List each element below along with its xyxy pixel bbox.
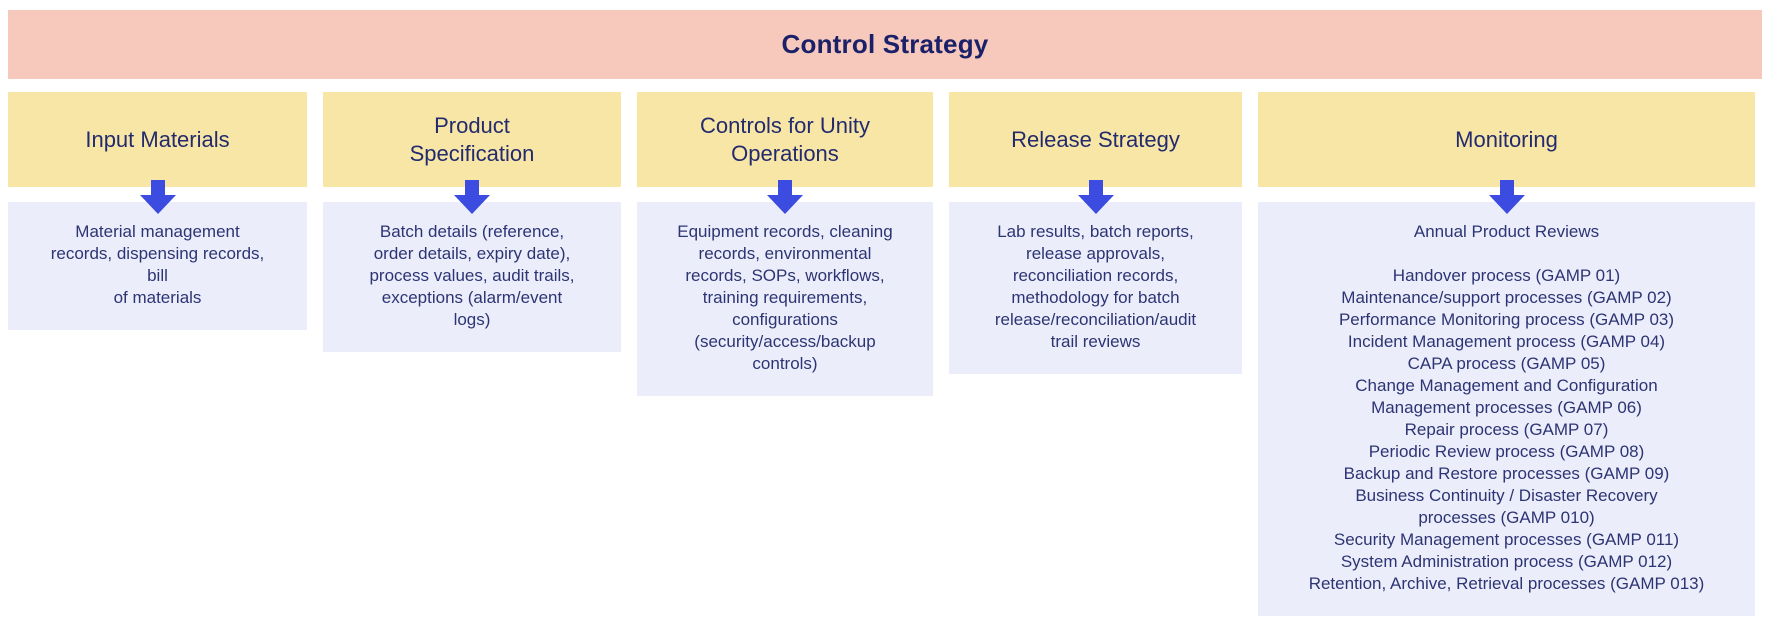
page-title: Control Strategy bbox=[781, 29, 989, 59]
column-header: Product Specification bbox=[323, 92, 621, 187]
column-content: Lab results, batch reports, release appr… bbox=[949, 202, 1242, 374]
down-arrow-icon bbox=[139, 180, 176, 214]
column-controls-unity-operations: Controls for Unity Operations Equipment … bbox=[637, 92, 933, 396]
columns-row: Input Materials Material management reco… bbox=[8, 92, 1762, 616]
column-product-specification: Product Specification Batch details (ref… bbox=[323, 92, 621, 352]
column-release-strategy: Release Strategy Lab results, batch repo… bbox=[949, 92, 1242, 374]
column-header: Monitoring bbox=[1258, 92, 1755, 187]
down-arrow-icon bbox=[1077, 180, 1114, 214]
down-arrow-icon bbox=[1488, 180, 1525, 214]
banner: Control Strategy bbox=[8, 10, 1762, 79]
arrow-gap bbox=[8, 180, 307, 214]
column-content: Equipment records, cleaning records, env… bbox=[637, 202, 933, 396]
column-content: Batch details (reference, order details,… bbox=[323, 202, 621, 352]
arrow-gap bbox=[1258, 180, 1755, 214]
column-header: Release Strategy bbox=[949, 92, 1242, 187]
column-header: Input Materials bbox=[8, 92, 307, 187]
column-header: Controls for Unity Operations bbox=[637, 92, 933, 187]
column-content: Annual Product Reviews Handover process … bbox=[1258, 202, 1755, 616]
down-arrow-icon bbox=[767, 180, 803, 214]
column-content: Material management records, dispensing … bbox=[8, 202, 307, 330]
column-input-materials: Input Materials Material management reco… bbox=[8, 92, 307, 330]
arrow-gap bbox=[323, 180, 621, 214]
arrow-gap bbox=[949, 180, 1242, 214]
column-monitoring: Monitoring Annual Product Reviews Handov… bbox=[1258, 92, 1755, 616]
down-arrow-icon bbox=[454, 180, 490, 214]
arrow-gap bbox=[637, 180, 933, 214]
